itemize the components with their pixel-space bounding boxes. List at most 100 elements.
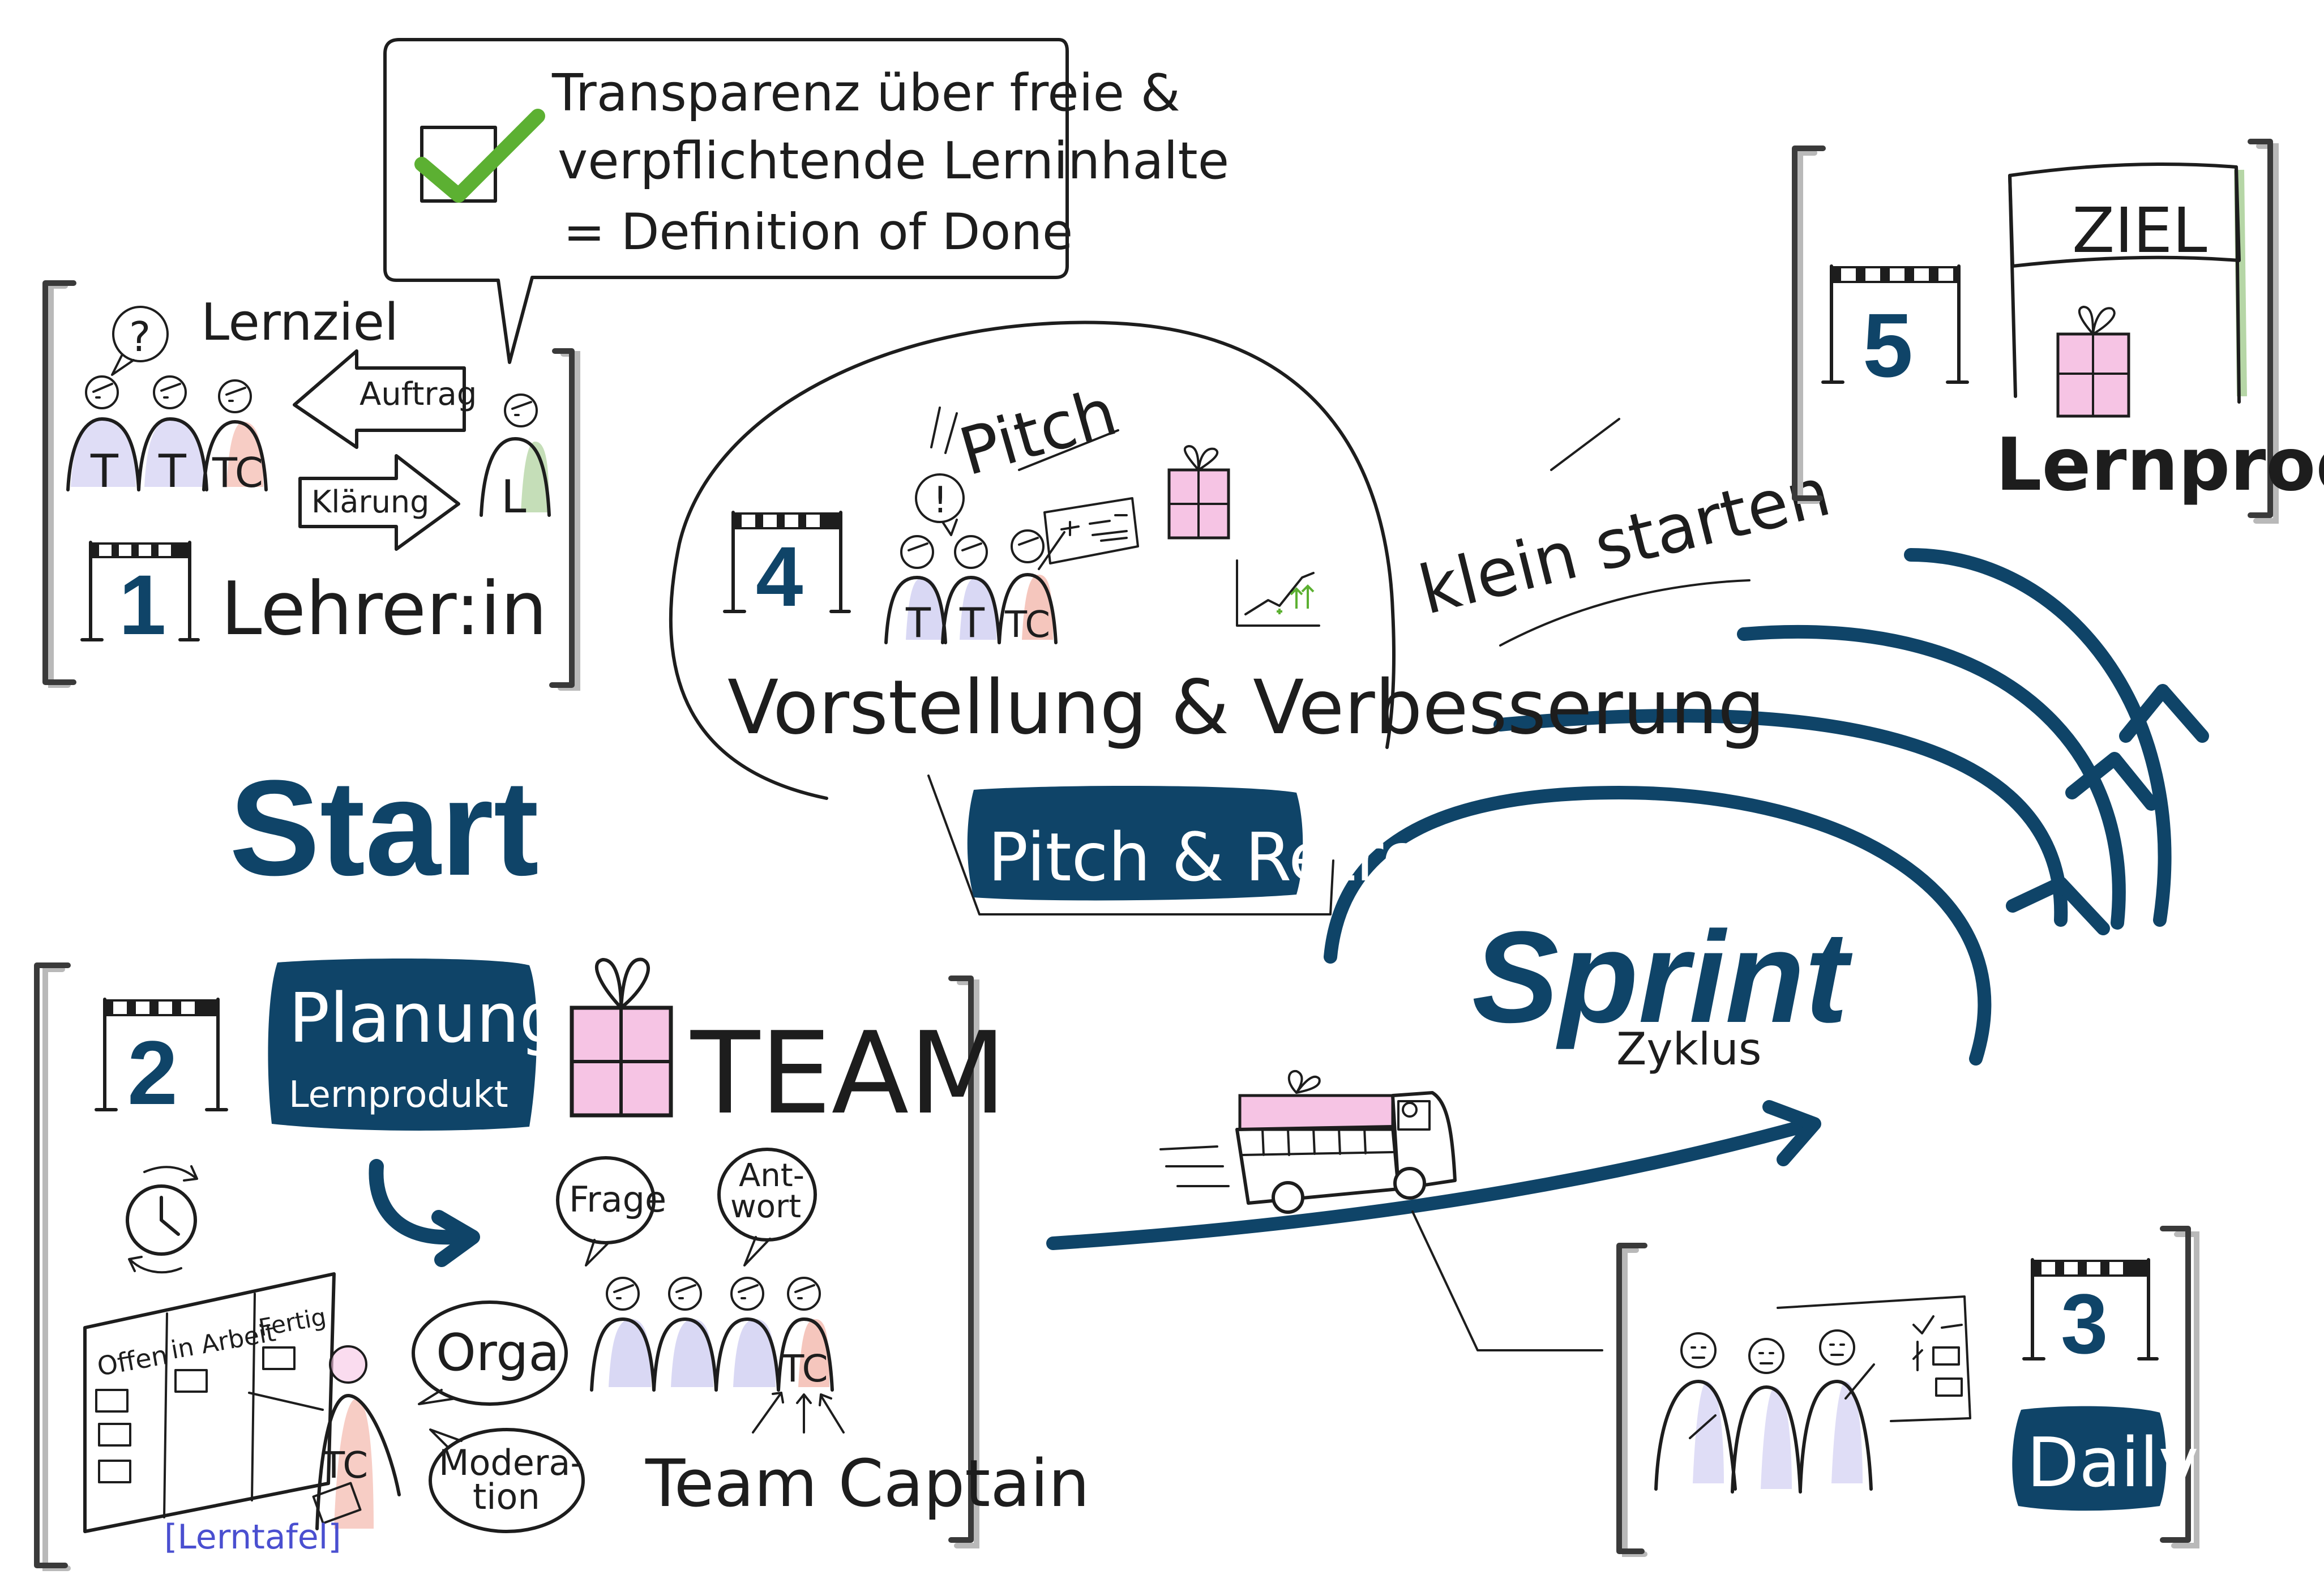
tc-presenter-letters: TC <box>322 1445 368 1487</box>
exclamation-bubble: ! <box>915 473 965 536</box>
daily-label: Daily <box>2027 1424 2199 1503</box>
planung-badge-title: Planung <box>289 979 563 1058</box>
calendar-2-icon: 2 <box>95 998 228 1123</box>
dod-line-1: Transparenz über freie & <box>551 63 1180 123</box>
step5-ziel-panel: ZIEL 5 Lernprodukt <box>1792 139 2324 524</box>
daily-badge: Daily <box>2012 1406 2199 1511</box>
moderation-bubble: Modera- tion <box>429 1428 585 1533</box>
gift-icon <box>570 957 673 1118</box>
frage-bubble: Frage <box>556 1156 666 1267</box>
step2-planung-panel: 2 Planung Lernprodukt TEAM <box>34 957 1090 1571</box>
dod-speech-bubble: Transparenz über freie & verpflichtende … <box>383 38 1229 364</box>
pitch-label: Pitch <box>952 374 1125 491</box>
daily-person <box>1654 1332 1737 1491</box>
team-member <box>652 1277 718 1392</box>
step1-number: 1 <box>119 557 166 652</box>
frage-label: Frage <box>569 1179 666 1220</box>
team-captain-figure: TC <box>202 379 268 497</box>
pitch-mini-board <box>1043 497 1139 564</box>
sprint-cycle-arrows <box>1046 548 2209 1250</box>
dod-line-3: = Definition of Done <box>563 203 1073 261</box>
planung-badge-sub: Lernprodukt <box>289 1074 508 1116</box>
auftrag-arrow: Auftrag <box>293 349 477 449</box>
ziel-finish-banner: ZIEL <box>2008 162 2247 404</box>
calendar-4-icon: 4 <box>723 511 851 624</box>
question-mark: ? <box>129 313 151 361</box>
student-figure: T <box>66 375 140 498</box>
tc-presenter-figure: TC <box>248 1345 401 1530</box>
auftrag-label: Auftrag <box>359 376 477 413</box>
pitch-person-letter: T <box>905 599 931 647</box>
orga-label: Orga <box>436 1323 560 1383</box>
step5-product-label: Lernprodukt <box>1996 423 2324 507</box>
step4-pitch-panel: 4 Pitch ! T T <box>669 320 1765 915</box>
improvement-chart-icon <box>1236 559 1320 627</box>
delivery-truck-icon <box>1159 1069 1603 1351</box>
clock-icon <box>126 1165 198 1274</box>
antwort-bubble: Ant- wort <box>717 1148 817 1267</box>
step1-title: Lehrer:in <box>221 566 547 652</box>
pitch-retro-badge: Pitch & Retro <box>967 786 1423 901</box>
team-label: TEAM <box>690 1008 1007 1140</box>
pitch-person-captain: TC <box>998 529 1058 646</box>
antwort-label-1: Ant- <box>739 1157 804 1194</box>
board-col-offen: Offen <box>95 1340 170 1382</box>
student-letter: T <box>158 445 187 498</box>
daily-mini-board <box>1777 1295 1971 1422</box>
sprint-subtitle: Zyklus <box>1616 1024 1762 1075</box>
exclamation-mark: ! <box>933 480 948 521</box>
team-captain-label: Team Captain <box>645 1446 1090 1522</box>
step1-lernziel-label: Lernziel <box>201 293 399 352</box>
daily-person <box>1731 1338 1802 1494</box>
calendar-1-icon: 1 <box>80 541 200 652</box>
step1-students: T T TC <box>66 375 268 498</box>
pitch-gift-icon <box>1167 445 1230 540</box>
pitch-person: T <box>884 535 947 647</box>
pitch-retro-label: Pitch & Retro <box>988 818 1423 896</box>
klein-starten-label: klein starten <box>1411 452 1837 630</box>
planung-to-team-arrow <box>369 1159 480 1267</box>
step5-number: 5 <box>1863 294 1913 396</box>
teacher-figure: L <box>480 393 551 523</box>
daily-people <box>1654 1329 1875 1494</box>
klaerung-arrow: Klärung <box>298 454 460 551</box>
start-title: Start <box>229 752 539 904</box>
team-member <box>590 1277 656 1392</box>
dod-line-2: verpflichtende Lerninhalte <box>558 131 1229 191</box>
step4-title: Vorstellung & Verbesserung <box>727 664 1765 751</box>
student-letter: TC <box>212 449 263 497</box>
step3-daily-panel: 3 Daily <box>1616 1226 2199 1557</box>
student-figure: T <box>137 375 208 498</box>
step1-lehrerin-panel: Lernziel ? T T <box>42 280 580 691</box>
pitch-person-letter: T <box>959 599 985 647</box>
ziel-gift-icon <box>2056 306 2130 418</box>
moderation-label-1: Modera- <box>439 1442 583 1483</box>
klaerung-label: Klärung <box>311 484 429 520</box>
team-member <box>714 1277 780 1392</box>
calendar-5-icon: 5 <box>1821 264 1969 396</box>
antwort-label-2: wort <box>730 1188 801 1225</box>
moderation-label-2: tion <box>473 1476 540 1517</box>
team-figures: TC <box>590 1277 845 1434</box>
planung-badge: Planung Lernprodukt <box>268 959 563 1131</box>
step2-number: 2 <box>127 1022 178 1123</box>
check-icon <box>414 109 545 203</box>
ziel-label: ZIEL <box>2072 194 2207 267</box>
team-captain-member: TC <box>777 1277 834 1392</box>
lerntafel-label: [Lerntafel] <box>164 1517 341 1557</box>
pitch-people: T T TC <box>884 529 1065 647</box>
team-captain-letters: TC <box>781 1347 828 1391</box>
pitch-person: T <box>941 535 1001 647</box>
step3-number: 3 <box>2061 1276 2108 1371</box>
question-bubble: ? <box>111 306 169 376</box>
student-letter: T <box>90 445 119 498</box>
klein-starten-note: klein starten <box>1411 418 1838 647</box>
calendar-3-icon: 3 <box>2022 1258 2159 1371</box>
sprint-title: Sprint <box>1472 904 1853 1050</box>
pitch-person-letter: TC <box>1004 604 1050 646</box>
board-col-fertig: Fertig <box>256 1303 328 1342</box>
daily-person <box>1799 1329 1875 1491</box>
orga-bubble: Orga <box>412 1300 568 1406</box>
teacher-letter: L <box>501 470 527 523</box>
